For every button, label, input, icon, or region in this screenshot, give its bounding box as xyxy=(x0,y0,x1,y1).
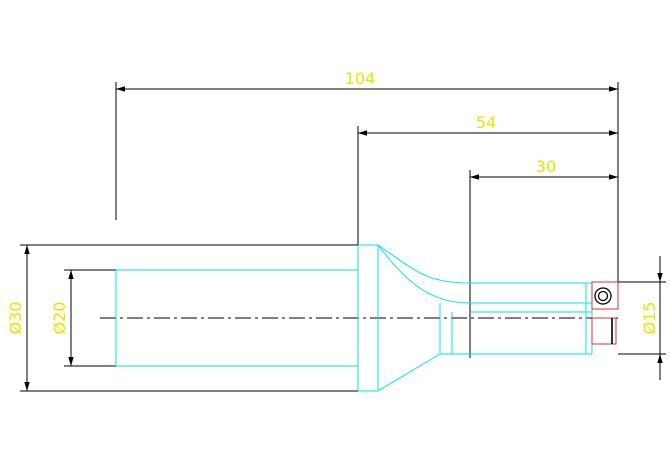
cone-lower-taper xyxy=(377,353,441,392)
dim-d15-label: Ø15 xyxy=(640,302,659,335)
lower-insert xyxy=(591,317,617,345)
flute-inner xyxy=(377,244,592,304)
dim-d20-label: Ø20 xyxy=(50,302,69,335)
dimension-lines xyxy=(20,82,666,392)
flute-outer xyxy=(377,244,592,284)
dim-54-label: 54 xyxy=(476,113,496,132)
dimension-labels: 104 54 30 Ø30 Ø20 Ø15 xyxy=(6,69,659,334)
dim-104-label: 104 xyxy=(345,69,376,88)
insert-screw-inner xyxy=(597,290,609,302)
tool-body xyxy=(115,244,593,392)
dim-d30-label: Ø30 xyxy=(6,302,25,335)
inserts xyxy=(591,281,619,345)
upper-insert xyxy=(591,281,619,310)
insert-screw-outer xyxy=(594,287,612,305)
dim-30-label: 30 xyxy=(536,157,556,176)
